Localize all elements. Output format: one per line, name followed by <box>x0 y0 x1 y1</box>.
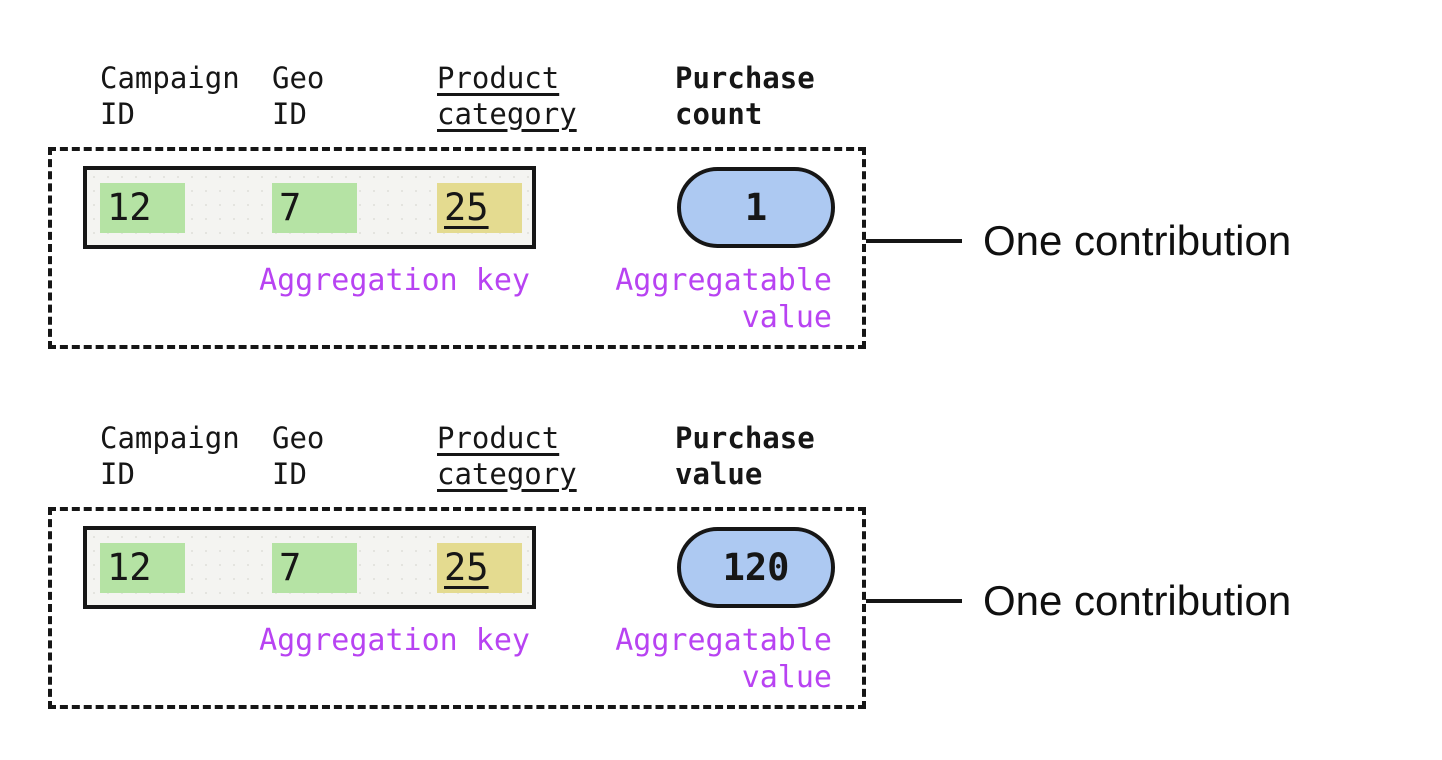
column-header-campaign-id: Campaign ID <box>100 421 240 491</box>
callout-one-contribution: One contribution <box>983 217 1292 264</box>
record-row <box>83 166 536 249</box>
cell-campaign-id: 12 <box>100 183 185 233</box>
column-header-product-category: Product category <box>437 421 577 491</box>
cell-product-category: 25 <box>437 543 522 593</box>
callout-line <box>866 599 962 603</box>
pill-value: 120 <box>722 546 790 589</box>
callout-one-contribution: One contribution <box>983 577 1292 624</box>
aggregatable-value-label: Aggregatable value <box>615 623 832 695</box>
aggregation-key-label: Aggregation key <box>259 263 530 298</box>
cell-product-category: 25 <box>437 183 522 233</box>
column-header-geo-id: Geo ID <box>272 421 325 491</box>
column-header-purchase-count: Purchase count <box>675 61 815 131</box>
cell-product-category-value: 25 <box>444 546 489 589</box>
cell-geo-id: 7 <box>272 183 357 233</box>
contribution-block-2: Campaign ID Geo ID Product category Purc… <box>0 360 1442 760</box>
column-header-campaign-id: Campaign ID <box>100 61 240 131</box>
cell-geo-id: 7 <box>272 543 357 593</box>
aggregatable-value-label: Aggregatable value <box>615 263 832 335</box>
pill-value: 1 <box>744 186 768 229</box>
aggregatable-value-pill: 1 <box>677 167 835 248</box>
column-header-product-category: Product category <box>437 61 577 131</box>
callout-line <box>866 239 962 243</box>
cell-campaign-id: 12 <box>100 543 185 593</box>
contribution-block-1: Campaign ID Geo ID Product category Purc… <box>48 61 1292 349</box>
contribution-boundary <box>48 507 866 709</box>
column-header-purchase-value: Purchase value <box>675 421 815 491</box>
aggregation-key-label: Aggregation key <box>259 623 530 658</box>
contribution-boundary <box>48 147 866 349</box>
column-header-geo-id: Geo ID <box>272 61 325 131</box>
aggregatable-value-pill: 120 <box>677 527 835 608</box>
cell-product-category-value: 25 <box>444 186 489 229</box>
